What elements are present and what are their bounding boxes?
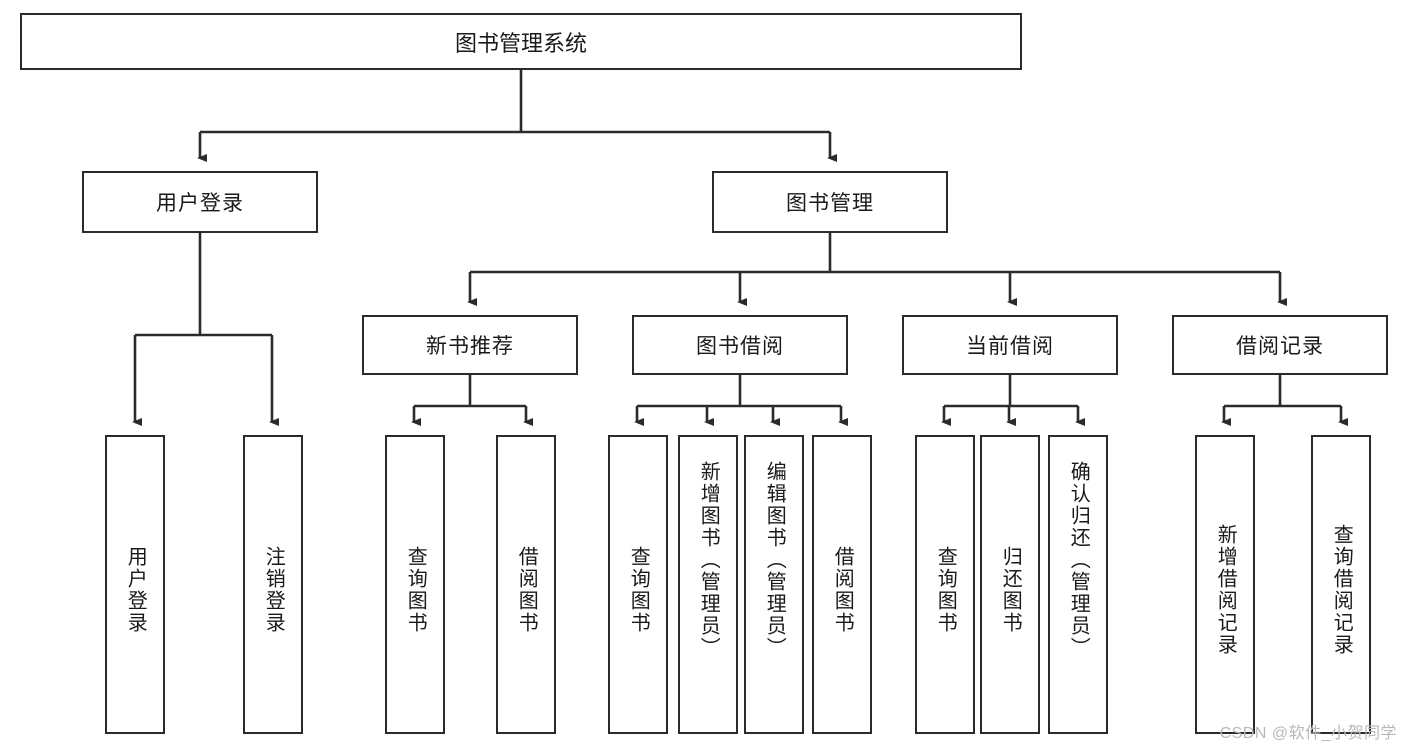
leaf-user-login-2[interactable]: 注销登录 — [243, 435, 303, 734]
leaf-borrow-book-3[interactable]: 编辑图书（管理员） — [744, 435, 804, 734]
node-book-borrow[interactable]: 图书借阅 — [632, 315, 848, 375]
leaf-new-book-1[interactable]: 查询图书 — [385, 435, 445, 734]
leaf-current-borrow-2-wrap: 归还图书 — [982, 447, 1038, 732]
node-current-borrow[interactable]: 当前借阅 — [902, 315, 1118, 375]
node-root-label: 图书管理系统 — [454, 30, 587, 56]
node-borrow-record[interactable]: 借阅记录 — [1172, 315, 1388, 375]
leaf-current-borrow-1-wrap: 查询图书 — [917, 447, 973, 732]
leaf-borrow-book-4[interactable]: 借阅图书 — [812, 435, 872, 734]
leaf-borrow-record-1-label: 新增借阅记录 — [1214, 523, 1237, 656]
leaf-borrow-record-2[interactable]: 查询借阅记录 — [1311, 435, 1371, 734]
leaf-new-book-1-wrap: 查询图书 — [387, 447, 443, 732]
leaf-borrow-book-1-wrap: 查询图书 — [610, 447, 666, 732]
leaf-user-login-2-wrap: 注销登录 — [245, 447, 301, 732]
node-book-management[interactable]: 图书管理 — [712, 171, 948, 233]
leaf-user-login-1-wrap: 用户登录 — [107, 447, 163, 732]
node-user-login-label: 用户登录 — [156, 192, 244, 215]
leaf-borrow-record-2-wrap: 查询借阅记录 — [1313, 447, 1369, 732]
leaf-current-borrow-1-label: 查询图书 — [934, 545, 957, 634]
node-book-borrow-label: 图书借阅 — [696, 335, 784, 358]
leaf-user-login-2-label: 注销登录 — [262, 545, 285, 634]
leaf-borrow-book-2-label: 新增图书（管理员） — [697, 461, 720, 659]
leaf-borrow-book-4-label: 借阅图书 — [831, 545, 854, 634]
leaf-current-borrow-3-label: 确认归还（管理员） — [1067, 461, 1090, 659]
csdn-watermark: CSDN @软件_小贺同学 — [1219, 725, 1397, 742]
leaf-borrow-record-2-label: 查询借阅记录 — [1330, 523, 1353, 656]
leaf-new-book-1-label: 查询图书 — [404, 545, 427, 634]
leaf-current-borrow-3[interactable]: 确认归还（管理员） — [1048, 435, 1108, 734]
leaf-borrow-book-2[interactable]: 新增图书（管理员） — [678, 435, 738, 734]
node-user-login[interactable]: 用户登录 — [82, 171, 318, 233]
leaf-new-book-2-label: 借阅图书 — [515, 545, 538, 634]
node-new-book-recommend[interactable]: 新书推荐 — [362, 315, 578, 375]
leaf-borrow-book-3-wrap: 编辑图书（管理员） — [746, 447, 802, 732]
leaf-borrow-book-2-wrap: 新增图书（管理员） — [680, 447, 736, 732]
leaf-borrow-record-1[interactable]: 新增借阅记录 — [1195, 435, 1255, 734]
leaf-borrow-book-4-wrap: 借阅图书 — [814, 447, 870, 732]
leaf-current-borrow-2-label: 归还图书 — [999, 545, 1022, 634]
leaf-borrow-record-1-wrap: 新增借阅记录 — [1197, 447, 1253, 732]
leaf-current-borrow-2[interactable]: 归还图书 — [980, 435, 1040, 734]
leaf-borrow-book-3-label: 编辑图书（管理员） — [763, 461, 786, 659]
node-borrow-record-label: 借阅记录 — [1236, 335, 1324, 358]
node-new-book-recommend-label: 新书推荐 — [426, 335, 514, 358]
leaf-new-book-2-wrap: 借阅图书 — [498, 447, 554, 732]
leaf-user-login-1[interactable]: 用户登录 — [105, 435, 165, 734]
node-current-borrow-label: 当前借阅 — [966, 335, 1054, 358]
leaf-borrow-book-1-label: 查询图书 — [627, 545, 650, 634]
leaf-new-book-2[interactable]: 借阅图书 — [496, 435, 556, 734]
node-root[interactable]: 图书管理系统 — [20, 13, 1022, 70]
leaf-current-borrow-3-wrap: 确认归还（管理员） — [1050, 447, 1106, 732]
leaf-borrow-book-1[interactable]: 查询图书 — [608, 435, 668, 734]
node-book-management-label: 图书管理 — [786, 192, 874, 215]
leaf-current-borrow-1[interactable]: 查询图书 — [915, 435, 975, 734]
leaf-user-login-1-label: 用户登录 — [124, 545, 147, 634]
